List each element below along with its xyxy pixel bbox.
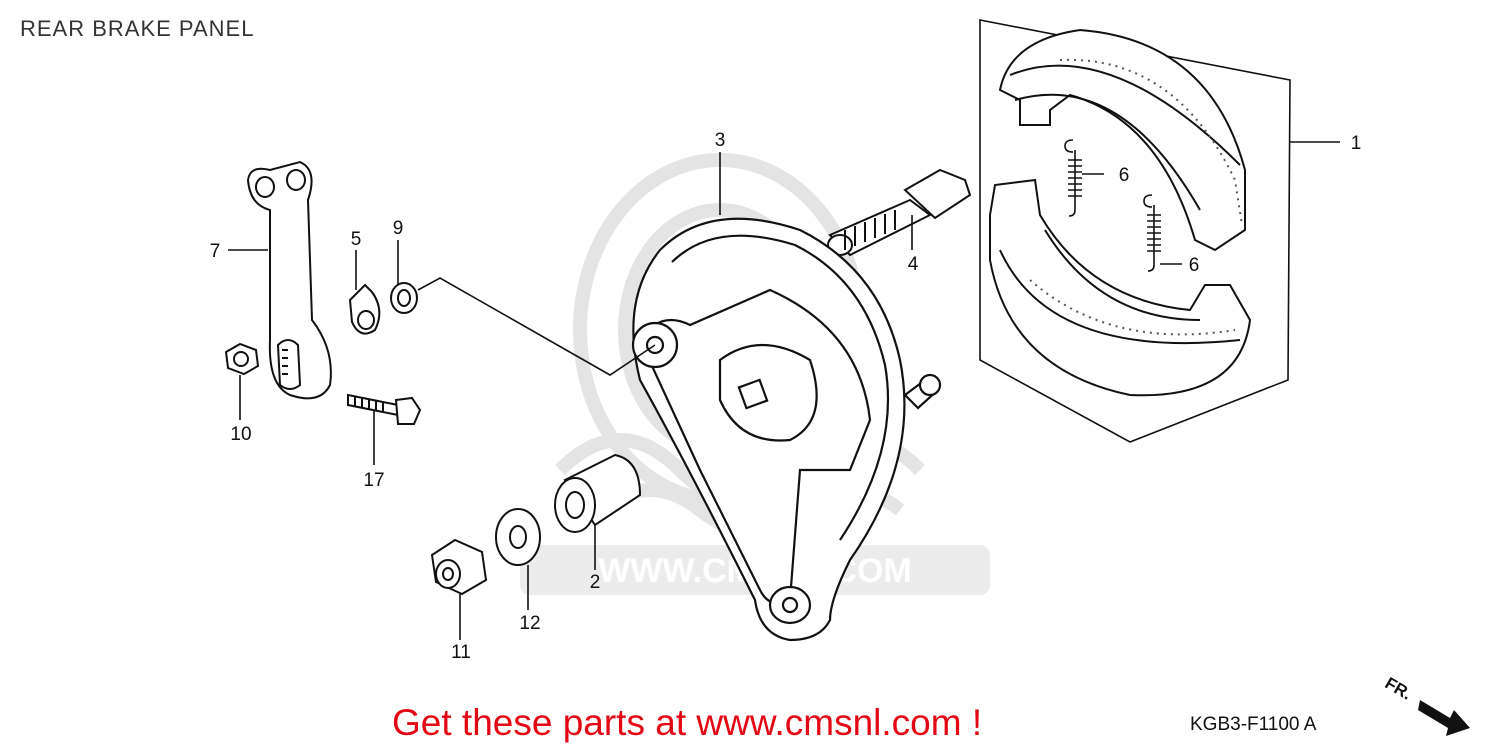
part-17-bolt[interactable]	[347, 393, 422, 425]
leader-lines	[228, 141, 1340, 640]
front-direction-arrow-icon: FR.	[1382, 674, 1470, 736]
cta-link[interactable]: Get these parts at www.cmsnl.com !	[392, 702, 983, 743]
part-10-nut[interactable]	[224, 342, 260, 376]
callout-17[interactable]: 17	[363, 470, 384, 491]
part-4-brake-cam[interactable]	[827, 168, 972, 257]
part-7-brake-arm[interactable]	[246, 160, 332, 400]
part-5-wear-indicator[interactable]	[348, 283, 381, 335]
page-title: REAR BRAKE PANEL	[20, 16, 255, 41]
part-1-brake-shoes[interactable]	[979, 19, 1291, 443]
callout-10[interactable]: 10	[230, 424, 251, 445]
callout-9[interactable]: 9	[393, 218, 404, 239]
callouts: 1 2 3 4 5 6 6 7 9 10 11 12 17	[210, 130, 1362, 663]
part-12-washer[interactable]	[495, 508, 541, 566]
diagram-code: KGB3-F1100 A	[1190, 714, 1317, 735]
part-6-spring-lower[interactable]	[1143, 194, 1161, 272]
part-6-spring-upper[interactable]	[1064, 139, 1082, 217]
callout-7[interactable]: 7	[210, 241, 221, 262]
direction-label: FR.	[1382, 674, 1415, 704]
part-11-flange-nut[interactable]	[430, 538, 488, 596]
callout-2[interactable]: 2	[590, 572, 601, 593]
callout-6b[interactable]: 6	[1189, 255, 1200, 276]
part-2-collar[interactable]	[554, 453, 642, 533]
callout-11[interactable]: 11	[451, 642, 471, 663]
callout-3[interactable]: 3	[715, 130, 726, 151]
part-9-dust-seal[interactable]	[390, 282, 418, 314]
callout-6a[interactable]: 6	[1119, 165, 1130, 186]
callout-4[interactable]: 4	[908, 254, 919, 275]
callout-1[interactable]: 1	[1351, 133, 1362, 154]
callout-5[interactable]: 5	[351, 229, 362, 250]
callout-12[interactable]: 12	[519, 613, 540, 634]
part-3-brake-panel[interactable]	[631, 217, 942, 642]
